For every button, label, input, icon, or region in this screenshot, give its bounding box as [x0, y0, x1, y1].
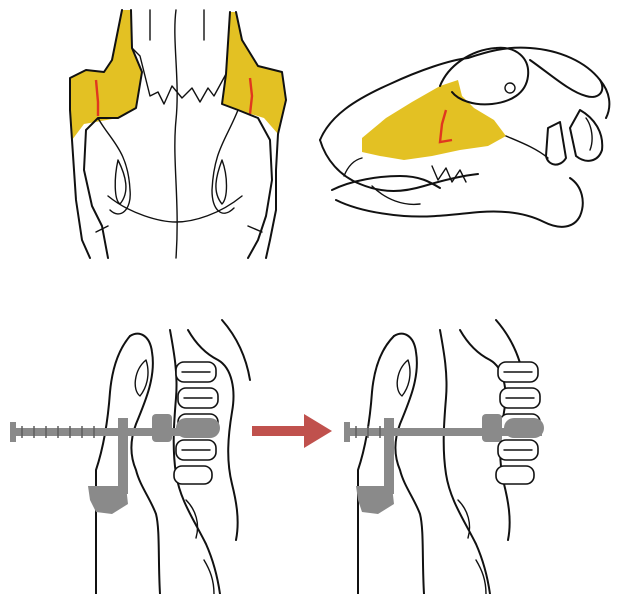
highlight-region-lateral	[362, 80, 506, 160]
distractor-device-before	[10, 414, 220, 514]
right-arrow-icon	[252, 414, 332, 448]
skull-lateral-panel	[320, 48, 609, 227]
skull-dorsal-panel	[70, 10, 286, 258]
procedure-after-panel	[344, 320, 544, 594]
procedure-before-panel	[10, 320, 250, 594]
